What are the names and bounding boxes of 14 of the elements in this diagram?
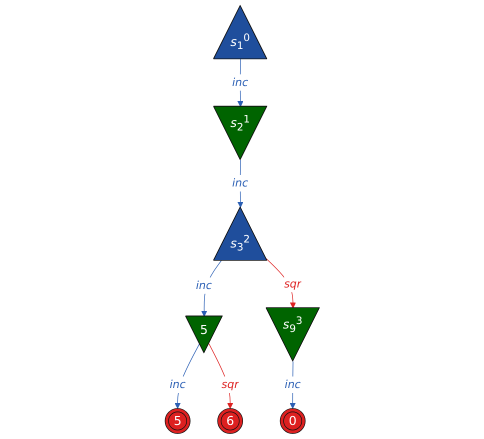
arrow (208, 343, 233, 409)
edge-label: inc (232, 76, 248, 89)
node-circle: 6 (217, 408, 243, 434)
edge-label: sqr (221, 378, 239, 391)
arrow (174, 343, 200, 409)
edge-label: inc (232, 176, 248, 190)
edge-label: inc (196, 278, 212, 292)
arrow (266, 258, 296, 308)
edge-label: inc (284, 378, 300, 391)
edge-label: inc (169, 378, 186, 391)
edge-label: sqr (284, 277, 302, 290)
arrow (200, 260, 222, 317)
node-circle: 0 (280, 408, 306, 434)
node-circle: 5 (164, 408, 190, 434)
